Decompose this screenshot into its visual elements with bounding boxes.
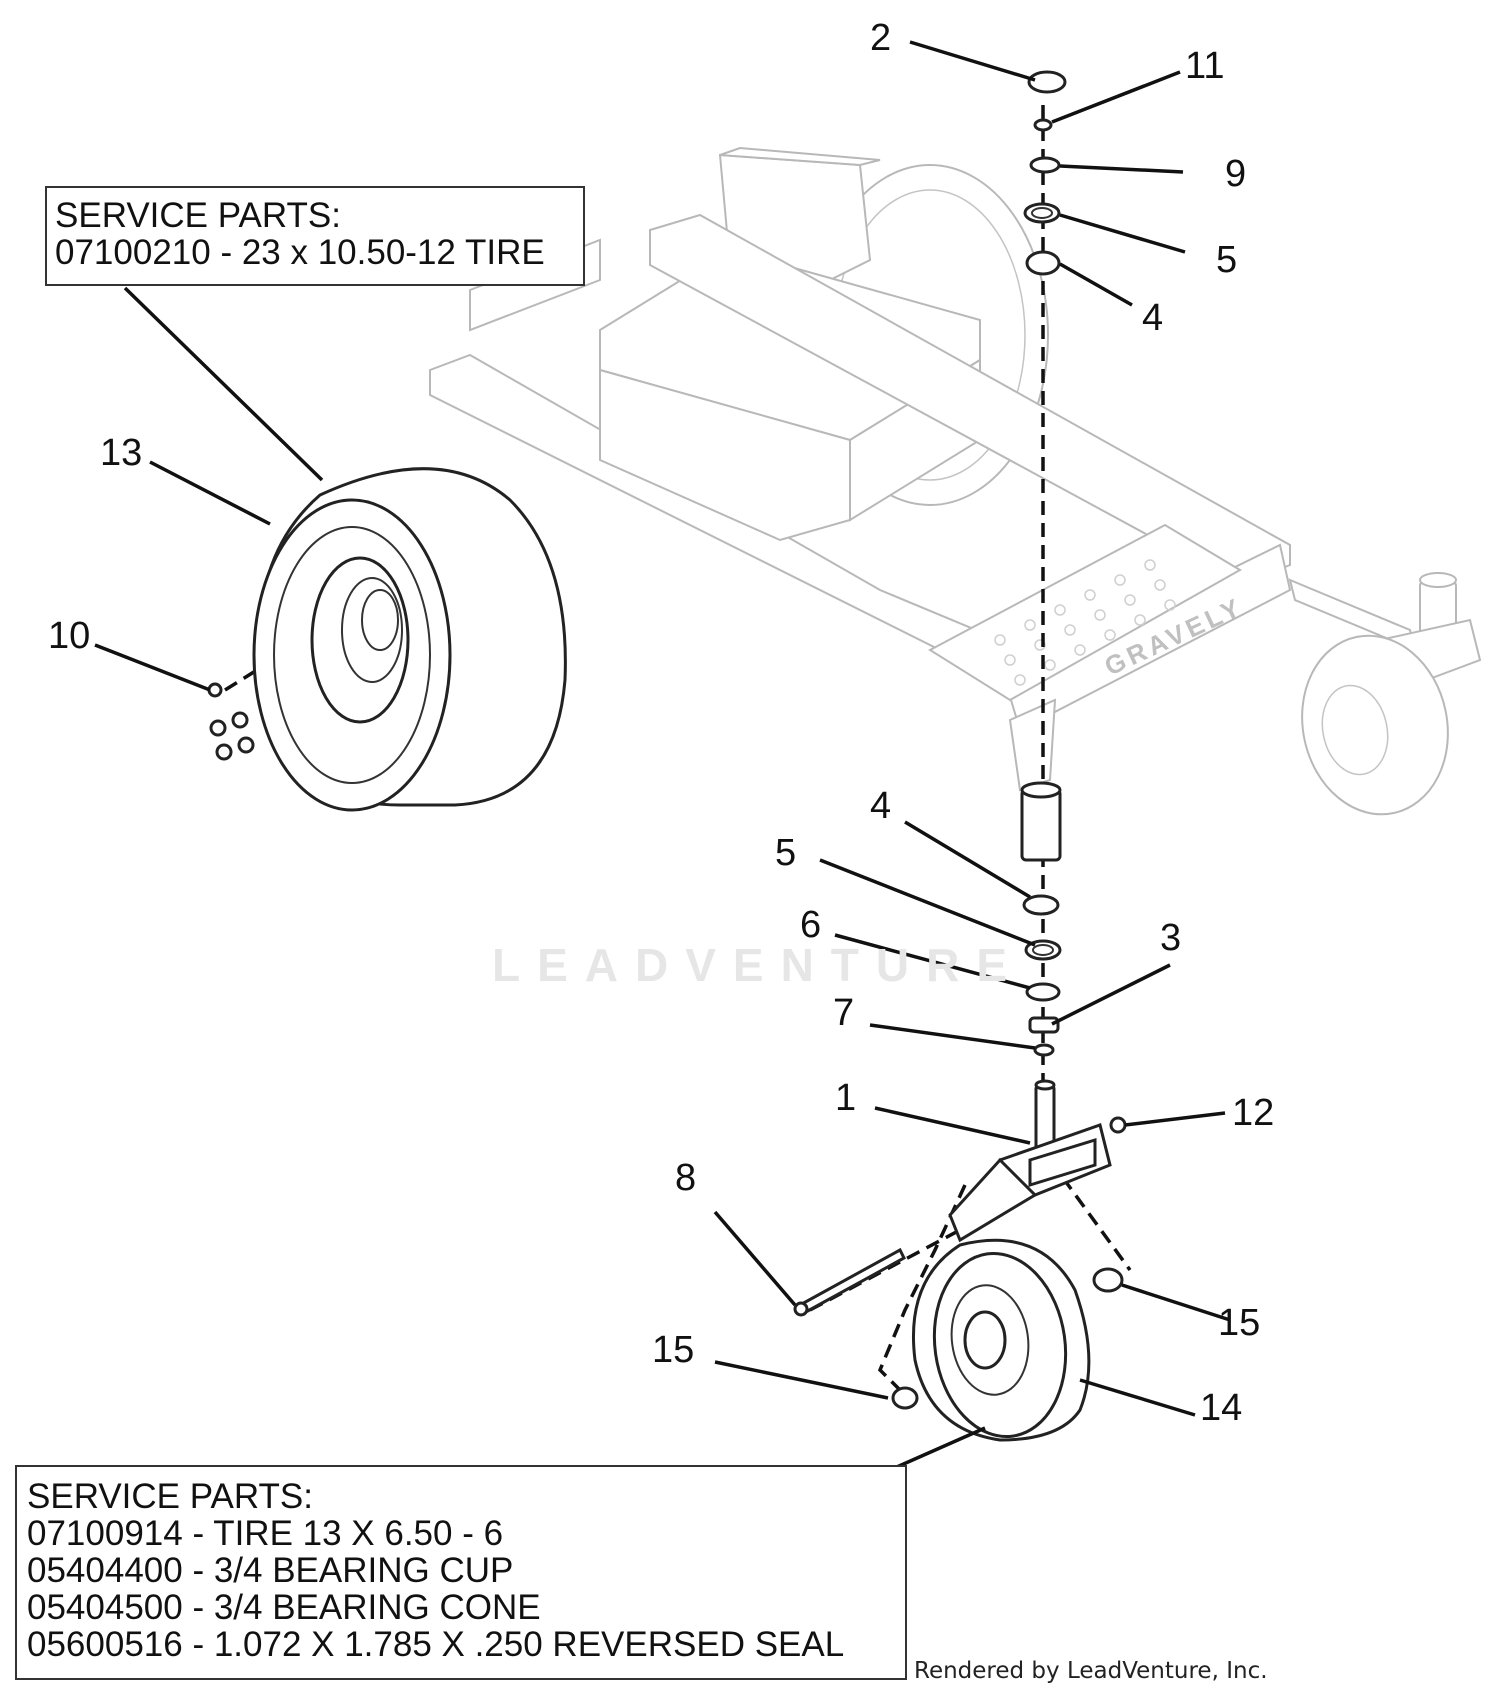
footer-credit: Rendered by LeadVenture, Inc. <box>914 1658 1268 1684</box>
callouts: 2 11 9 5 4 13 10 4 5 6 3 7 1 12 8 15 15 … <box>48 17 1274 1429</box>
caster-pivot-stack <box>1020 781 1062 1057</box>
callout-6: 6 <box>800 904 821 946</box>
callout-5-lower: 5 <box>775 832 796 874</box>
callout-7: 7 <box>833 992 854 1034</box>
axle-bolt <box>793 1247 906 1317</box>
service-parts-top: SERVICE PARTS: 07100210 - 23 x 10.50-12 … <box>45 186 585 286</box>
callout-9: 9 <box>1225 153 1246 195</box>
leader-lines <box>94 40 1231 1472</box>
service-part-item: 05404500 - 3/4 BEARING CONE <box>27 1588 541 1627</box>
callout-5: 5 <box>1216 239 1237 281</box>
washer-lower <box>1033 1043 1055 1057</box>
lug-bolt <box>207 682 255 761</box>
callout-2: 2 <box>870 17 891 59</box>
service-parts-bottom: SERVICE PARTS: 07100914 - TIRE 13 X 6.50… <box>15 1465 907 1680</box>
grease-fitting <box>1109 1116 1127 1134</box>
callout-1: 1 <box>835 1077 856 1119</box>
bearing-cup-lower <box>1022 894 1060 916</box>
caster-axle-line-left <box>877 1184 967 1392</box>
callout-10: 10 <box>48 615 90 657</box>
callout-4-lower: 4 <box>870 785 891 827</box>
seal <box>1028 1016 1060 1034</box>
callout-13: 13 <box>100 432 142 474</box>
caster-wheel <box>891 1238 1124 1442</box>
callout-15-right: 15 <box>1218 1302 1260 1344</box>
caster-fork <box>948 1079 1127 1243</box>
bearing-cup-top <box>1025 250 1061 276</box>
cup-lower-2 <box>1025 982 1061 1002</box>
callout-11: 11 <box>1185 45 1224 87</box>
callout-12: 12 <box>1232 1092 1274 1134</box>
callout-8: 8 <box>675 1157 696 1199</box>
service-part-item: 05600516 - 1.072 X 1.785 X .250 REVERSED… <box>27 1625 845 1664</box>
service-part-item: 07100914 - TIRE 13 X 6.50 - 6 <box>27 1514 504 1553</box>
callout-4: 4 <box>1142 297 1163 339</box>
callout-15-left: 15 <box>652 1329 694 1371</box>
spindle-nut <box>1033 118 1053 132</box>
service-part-item: 05404400 - 3/4 BEARING CUP <box>27 1551 514 1590</box>
watermark: LEADVENTURE <box>492 939 1025 991</box>
mower-frame: GRAVELY <box>429 146 1482 816</box>
callout-3: 3 <box>1160 917 1181 959</box>
rear-tire <box>207 467 567 812</box>
service-parts-heading: SERVICE PARTS: <box>55 196 341 235</box>
service-parts-heading: SERVICE PARTS: <box>27 1477 313 1516</box>
seal-right <box>1092 1267 1124 1293</box>
service-part-item: 07100210 - 23 x 10.50-12 TIRE <box>55 233 545 272</box>
pivot-tube <box>1020 788 1062 862</box>
seal-left <box>891 1386 919 1410</box>
washer-top <box>1029 156 1061 174</box>
spindle-stack-top <box>1023 70 1067 276</box>
callout-14: 14 <box>1200 1387 1242 1429</box>
dust-cap <box>1027 70 1067 94</box>
bearing-cone-top <box>1023 202 1061 224</box>
